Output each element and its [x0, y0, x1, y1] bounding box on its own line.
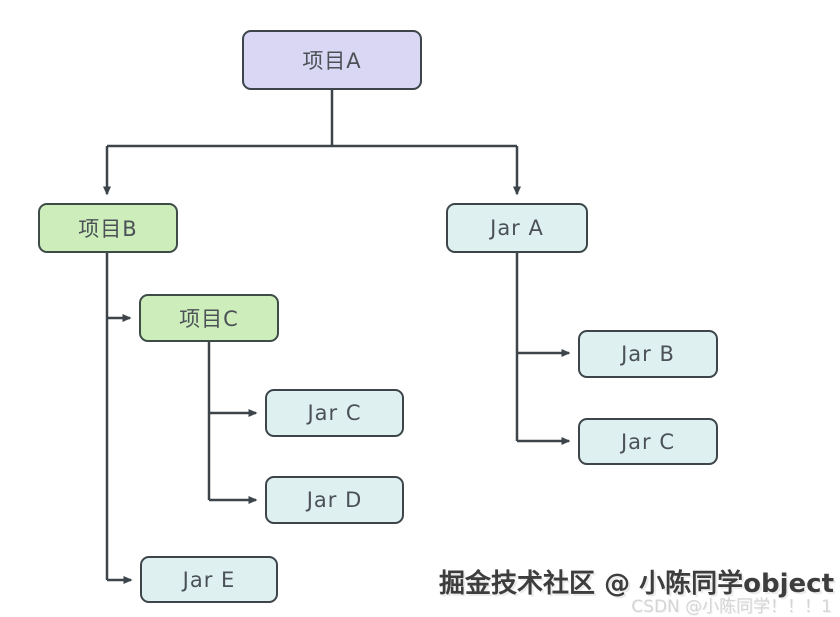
node-jar-c-right: Jar C [578, 418, 718, 465]
node-jar-a: Jar A [446, 203, 588, 253]
node-project-a: 项目A [242, 30, 422, 90]
node-jar-d: Jar D [265, 476, 404, 524]
node-jar-b: Jar B [578, 330, 718, 378]
watermark-juejin: 掘金技术社区 @ 小陈同学object [439, 569, 834, 599]
node-project-c: 项目C [139, 294, 279, 342]
node-project-b: 项目B [38, 203, 178, 253]
node-jar-c-middle: Jar C [265, 389, 404, 437]
node-jar-e: Jar E [140, 556, 278, 603]
watermark-csdn: CSDN @小陈同学！！！1 [631, 597, 832, 617]
